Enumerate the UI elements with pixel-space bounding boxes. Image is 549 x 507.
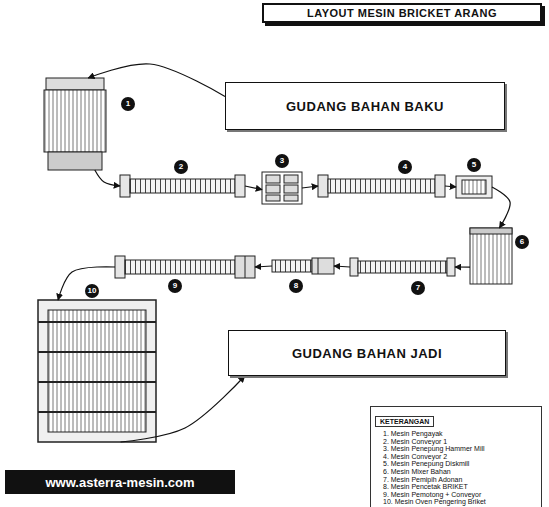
machine-panel — [284, 175, 298, 183]
oven-racks — [48, 310, 146, 432]
oven-rail — [38, 351, 156, 353]
mixer-machine — [470, 228, 512, 284]
warehouse-box: GUDANG BAHAN BAKU — [225, 82, 505, 130]
callout-number: 10 — [85, 284, 99, 298]
machine-base — [48, 152, 102, 170]
legend-item: 1. Mesin Pengayak — [375, 430, 537, 438]
conveyor-cap — [120, 175, 130, 197]
cutter-detail — [245, 256, 246, 278]
machine-panel — [462, 180, 486, 194]
machine-body — [44, 90, 106, 152]
drying-oven — [38, 300, 156, 442]
conveyor-cap — [235, 175, 245, 197]
sieve-machine — [44, 78, 106, 170]
conveyor-tube — [125, 260, 235, 274]
conveyor-tube — [130, 179, 235, 193]
website-watermark: www.asterra-mesin.com — [5, 470, 235, 494]
conveyor-cap — [350, 258, 358, 276]
machine-top — [470, 228, 512, 234]
conveyor-tube — [328, 179, 435, 193]
flow-arrow — [492, 187, 510, 228]
callout-number: 2 — [174, 160, 188, 174]
legend-item: 3. Mesin Penepung Hammer Mill — [375, 445, 537, 453]
callout-number: 9 — [168, 279, 182, 293]
legend-item: 8. Mesin Pencetak BRIKET — [375, 483, 537, 491]
callout-number: 4 — [398, 160, 412, 174]
machine-panel — [266, 185, 280, 193]
machine-body — [456, 176, 492, 198]
conveyor-tube — [358, 261, 447, 273]
flow-arrow — [302, 186, 318, 188]
flow-arrow — [95, 170, 120, 186]
machine: 1 — [42, 78, 108, 170]
legend-box: KETERANGAN 1. Mesin Pengayak2. Mesin Conv… — [370, 406, 542, 507]
machine: 3 — [262, 172, 302, 204]
cutter-conveyor — [115, 256, 255, 278]
callout-number: 5 — [467, 158, 481, 172]
callout-number: 7 — [411, 281, 425, 295]
oven-rail — [38, 411, 156, 413]
machine: 7 — [350, 258, 455, 276]
machine: 4 — [318, 175, 445, 197]
machine-panel — [284, 195, 298, 201]
flow-arrow — [88, 64, 225, 97]
screw-conveyor — [120, 175, 245, 197]
oven-rail — [38, 321, 156, 323]
flow-arrow — [455, 266, 470, 267]
flow-arrow — [245, 186, 262, 190]
disk-mill — [456, 176, 492, 198]
machine-panel — [284, 185, 298, 193]
machine: 5 — [456, 176, 492, 198]
legend-heading: KETERANGAN — [375, 416, 434, 427]
conveyor-cap — [115, 256, 125, 278]
machine: 9 — [115, 256, 255, 278]
oven-rail — [38, 381, 156, 383]
press-detail — [318, 258, 319, 274]
machine-hood — [46, 78, 104, 90]
hammer-mill — [262, 172, 302, 204]
flow-arrow — [255, 266, 272, 267]
warehouse-label: GUDANG BAHAN BAKU — [286, 99, 444, 114]
cutter-block — [235, 256, 255, 278]
diagram-title: LAYOUT MESIN BRICKET ARANG — [262, 3, 542, 23]
machine: 6 — [470, 228, 512, 284]
flow-arrow — [121, 376, 245, 442]
flow-arrow — [58, 267, 115, 300]
briquette-press — [272, 258, 334, 274]
flow-arrow — [334, 266, 350, 267]
warehouse-box: GUDANG BAHAN JADI — [228, 330, 506, 376]
machine-body — [262, 172, 302, 204]
machine-panel — [266, 195, 280, 201]
machine: 10 — [38, 300, 156, 442]
legend-item: 9. Mesin Pemotong + Conveyor — [375, 491, 537, 499]
callout-number: 3 — [275, 154, 289, 168]
callout-number: 6 — [515, 235, 529, 249]
conveyor-cap — [447, 258, 455, 276]
machine-body — [470, 228, 512, 284]
conveyor-cap — [435, 175, 445, 197]
callout-number: 8 — [289, 279, 303, 293]
legend-item: 5. Mesin Penepung Diskmill — [375, 460, 537, 468]
conveyor-cap — [318, 175, 328, 197]
legend-item: 4. Mesin Conveyor 2 — [375, 453, 537, 461]
callout-number: 1 — [121, 97, 135, 111]
warehouse-label: GUDANG BAHAN JADI — [292, 346, 442, 361]
oven-body — [38, 300, 156, 442]
legend-item: 7. Mesin Pemipih Adonan — [375, 476, 537, 484]
machine: 8 — [272, 258, 334, 274]
screw-conveyor — [318, 175, 445, 197]
press-motor — [312, 258, 334, 274]
flattening-conveyor — [350, 258, 455, 276]
machine: 2 — [120, 175, 245, 197]
machine-panel — [266, 175, 280, 183]
press-barrel — [272, 260, 312, 272]
flow-arrow — [445, 186, 456, 187]
legend-item: 6. Mesin Mixer Bahan — [375, 468, 537, 476]
legend-item: 2. Mesin Conveyor 1 — [375, 438, 537, 446]
legend-item: 10. Mesin Oven Pengering Briket — [375, 498, 537, 506]
